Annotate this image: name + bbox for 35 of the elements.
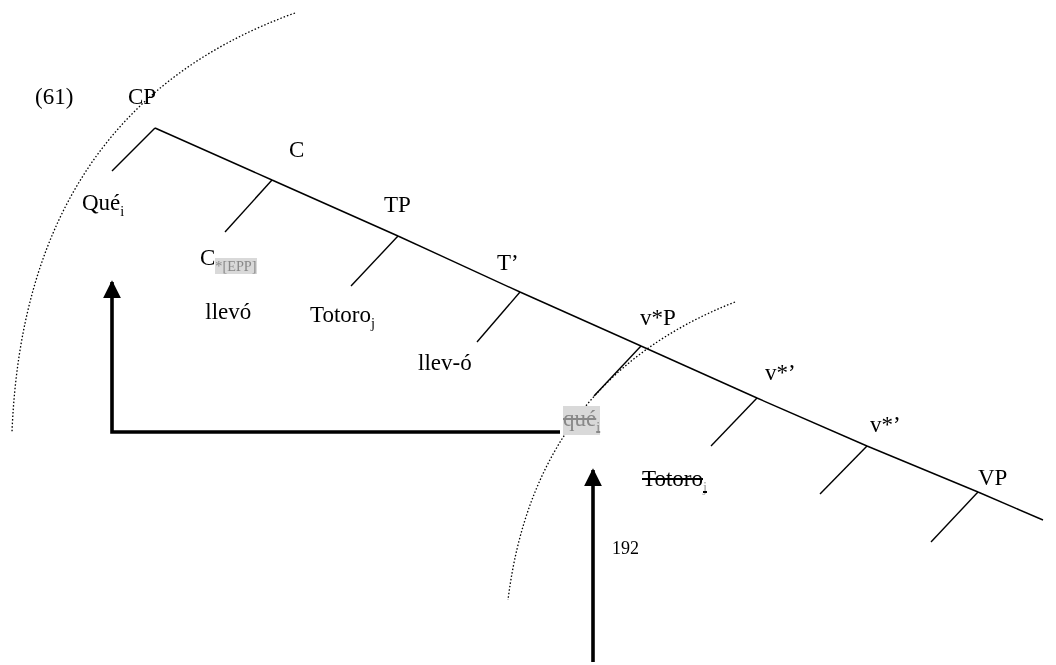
tree-branch	[593, 345, 642, 397]
tree-label: v*P	[640, 305, 676, 331]
tree-label: llev-ó	[418, 350, 472, 376]
tree-branch	[930, 491, 979, 543]
tree-branch	[154, 127, 273, 181]
tree-branch	[819, 445, 868, 495]
tree-label: T’	[497, 250, 519, 276]
tree-branch	[476, 291, 521, 343]
tree-label: C$_{*[EPP]}$	[200, 245, 257, 275]
tree-branch	[350, 235, 399, 287]
page-number: 192	[612, 538, 639, 559]
tree-branch	[271, 179, 399, 237]
tree-branch	[977, 491, 1044, 521]
word-label: llevó	[204, 299, 253, 325]
example-number: (61)	[35, 84, 74, 110]
tree-branch	[224, 179, 273, 233]
tree-label: v*’	[870, 412, 901, 438]
movement-arrow	[584, 468, 602, 662]
tree-branch	[111, 127, 156, 172]
tree-label: Totoro$_{j}$	[642, 466, 707, 496]
tree-branch	[640, 345, 758, 399]
tree-label: v*’	[765, 360, 796, 386]
tree-label: C	[289, 137, 305, 163]
tree-branch	[756, 397, 868, 447]
movement-arrow	[103, 280, 560, 434]
tree-label: qué$_{i}$	[563, 406, 601, 436]
tree-label: TP	[384, 192, 411, 218]
tree-branch	[866, 445, 979, 493]
tree-label: Totoro$_{j}$	[310, 302, 375, 332]
tree-label: VP	[978, 465, 1008, 491]
tree-branch	[397, 235, 521, 293]
tree-label: CP	[128, 84, 157, 110]
tree-branch	[519, 291, 642, 347]
tree-label: Qué$_{i}$	[82, 190, 125, 220]
tree-branch	[710, 397, 758, 447]
